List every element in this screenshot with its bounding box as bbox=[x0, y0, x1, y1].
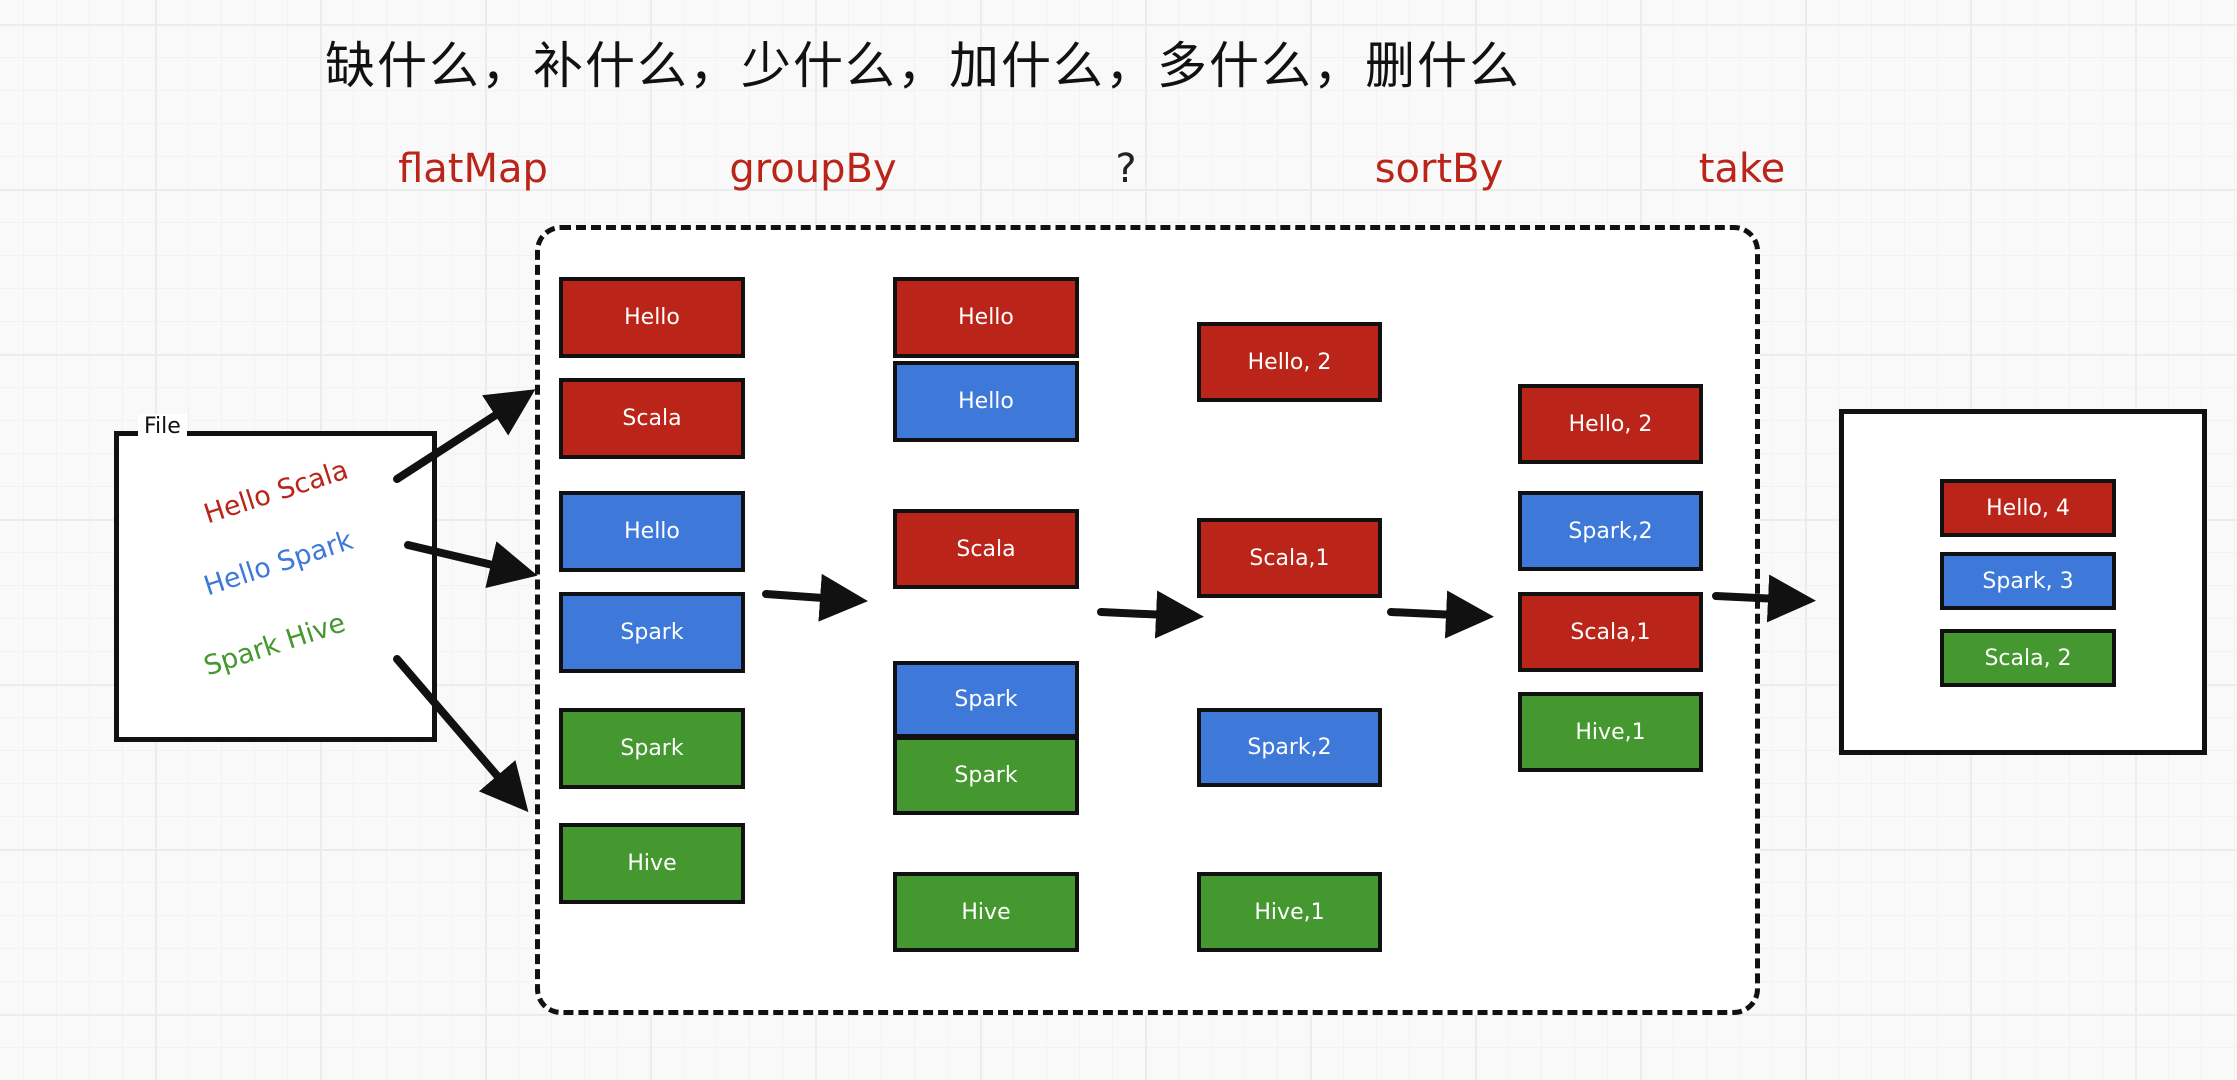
result-item: Spark, 3 bbox=[1940, 552, 2116, 610]
arrow-icon bbox=[1712, 574, 1816, 623]
box-label: Scala, 2 bbox=[1984, 645, 2072, 671]
box-label: Hive,1 bbox=[1254, 899, 1325, 925]
box-label: Spark,2 bbox=[1568, 518, 1653, 544]
stage-4-box: Hive,1 bbox=[1518, 692, 1703, 772]
box-label: Hive,1 bbox=[1575, 719, 1646, 745]
op-label-flatmap: flatMap bbox=[398, 146, 548, 192]
stage-1-box: Spark bbox=[559, 708, 745, 789]
file-label: File bbox=[138, 414, 187, 439]
arrow-icon bbox=[1097, 590, 1204, 639]
box-label: Scala,1 bbox=[1570, 619, 1651, 645]
box-label: Hello bbox=[624, 519, 680, 544]
diagram-title: 缺什么，补什么，少什么，加什么，多什么，删什么 bbox=[325, 37, 1521, 95]
box-label: Hello, 2 bbox=[1568, 411, 1653, 437]
box-label: Hive bbox=[961, 899, 1011, 925]
stage-3-box: Scala,1 bbox=[1197, 518, 1382, 598]
arrow-icon bbox=[393, 655, 529, 813]
box-label: Spark bbox=[954, 763, 1018, 788]
box-label: Spark bbox=[620, 620, 684, 645]
stage-3-box: Hello, 2 bbox=[1197, 322, 1382, 402]
stage-4-box: Scala,1 bbox=[1518, 592, 1703, 672]
box-label: Spark bbox=[954, 687, 1018, 712]
box-label: Hello bbox=[958, 389, 1014, 414]
arrow-icon bbox=[1387, 590, 1494, 639]
stage-3-box: Hive,1 bbox=[1197, 872, 1382, 952]
op-label-sortby: sortBy bbox=[1374, 146, 1504, 192]
stage-2-box: Scala bbox=[893, 509, 1079, 589]
stage-2-box: Hive bbox=[893, 872, 1079, 952]
result-item: Hello, 4 bbox=[1940, 479, 2116, 537]
arrow-icon bbox=[393, 389, 536, 483]
stage-1-box: Hello bbox=[559, 277, 745, 358]
box-label: Hello, 4 bbox=[1986, 495, 2070, 521]
box-label: Scala bbox=[956, 536, 1016, 562]
box-label: Spark,2 bbox=[1247, 735, 1332, 760]
stage-2-box: Spark bbox=[893, 661, 1079, 738]
op-label-take: take bbox=[1698, 146, 1786, 192]
stage-2-box: Spark bbox=[893, 736, 1079, 815]
stage-4-box: Hello, 2 bbox=[1518, 384, 1703, 464]
box-label: Spark bbox=[620, 736, 684, 761]
stage-3-box: Spark,2 bbox=[1197, 708, 1382, 787]
box-label: Hello, 2 bbox=[1247, 349, 1332, 375]
arrow-icon bbox=[762, 573, 868, 622]
stage-4-box: Spark,2 bbox=[1518, 491, 1703, 571]
result-item: Scala, 2 bbox=[1940, 629, 2116, 687]
stage-1-box: Hello bbox=[559, 491, 745, 572]
box-label: Hello bbox=[624, 305, 680, 330]
box-label: Hive bbox=[627, 851, 677, 876]
op-label-unknown: ? bbox=[1115, 146, 1137, 192]
box-label: Scala bbox=[622, 406, 682, 431]
box-label: Spark, 3 bbox=[1982, 568, 2074, 594]
box-label: Hello bbox=[958, 305, 1014, 330]
arrow-icon bbox=[404, 541, 538, 588]
stage-1-box: Hive bbox=[559, 823, 745, 904]
box-label: Scala,1 bbox=[1249, 545, 1330, 571]
stage-2-box: Hello bbox=[893, 277, 1079, 358]
stage-1-box: Spark bbox=[559, 592, 745, 673]
file-box bbox=[114, 431, 437, 742]
stage-1-box: Scala bbox=[559, 378, 745, 459]
stage-2-box: Hello bbox=[893, 361, 1079, 442]
op-label-groupby: groupBy bbox=[729, 146, 897, 192]
